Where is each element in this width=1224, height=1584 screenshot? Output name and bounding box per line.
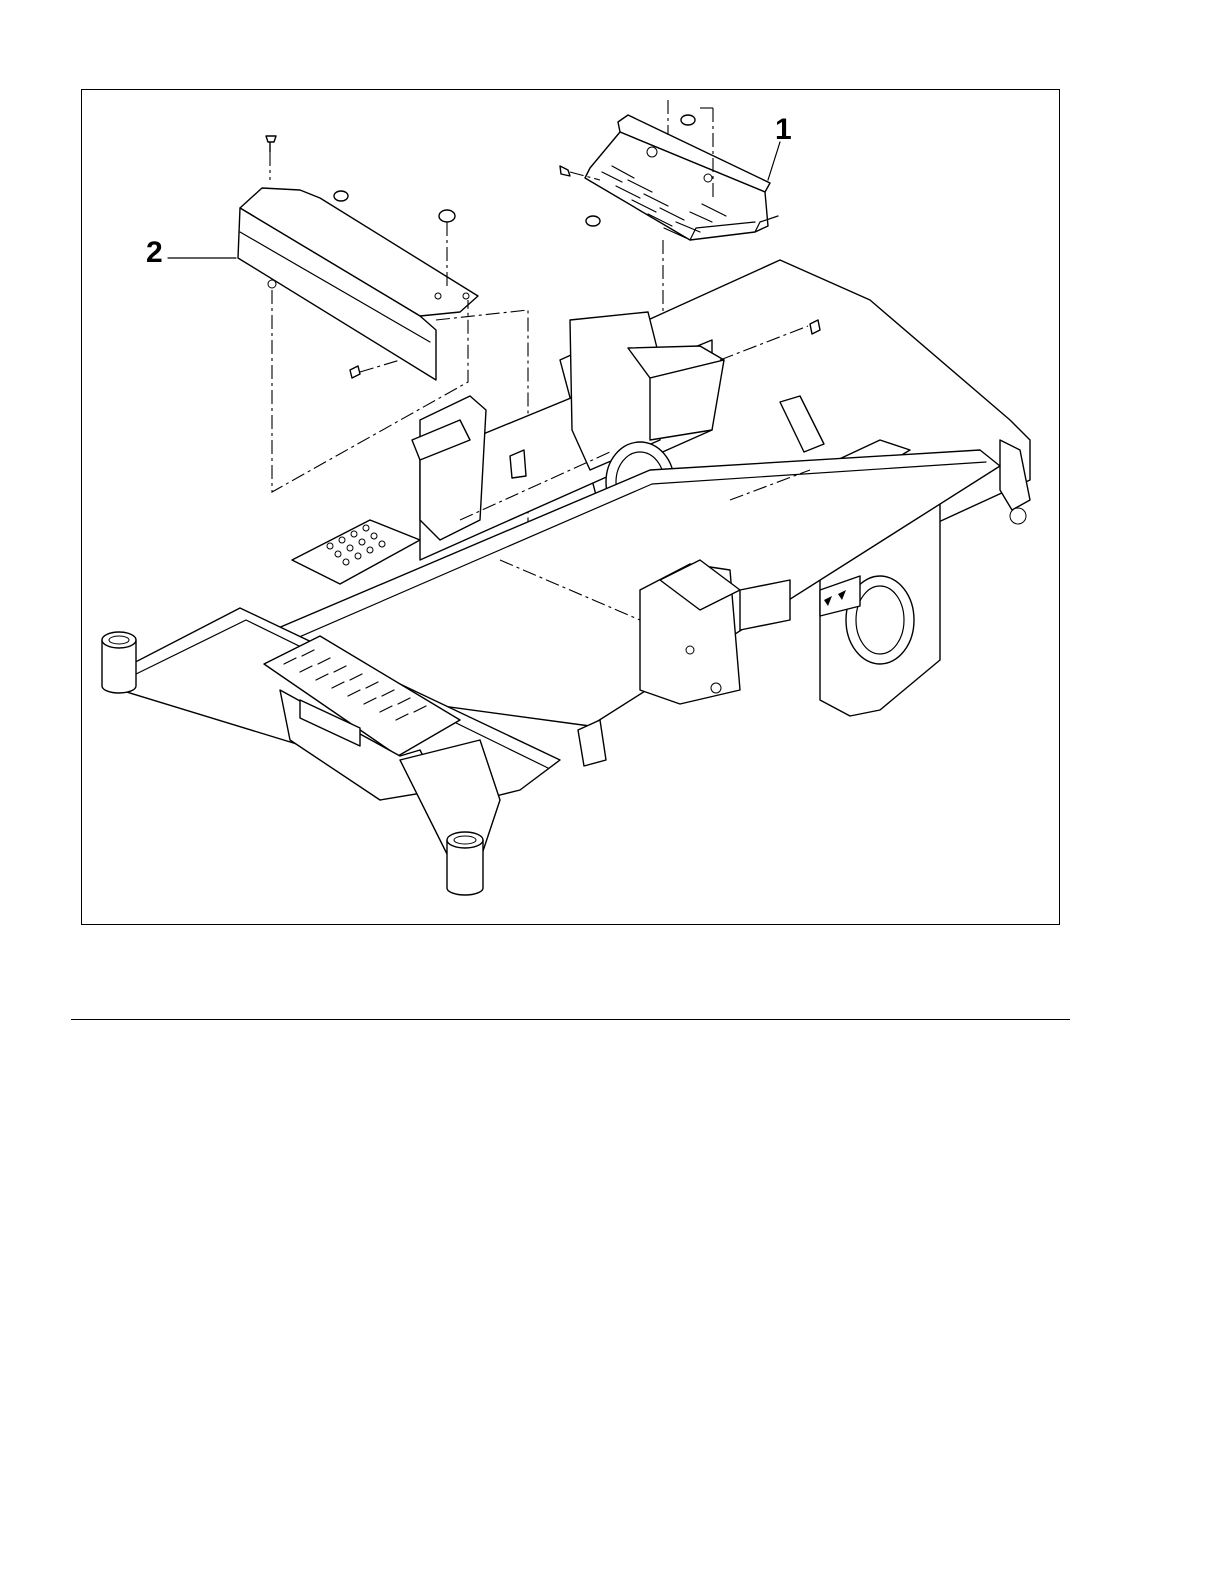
diagram-frame <box>81 89 1060 925</box>
page-divider <box>71 1019 1070 1020</box>
callout-label-2: 2 <box>146 238 163 268</box>
callout-label-1: 1 <box>775 115 792 145</box>
